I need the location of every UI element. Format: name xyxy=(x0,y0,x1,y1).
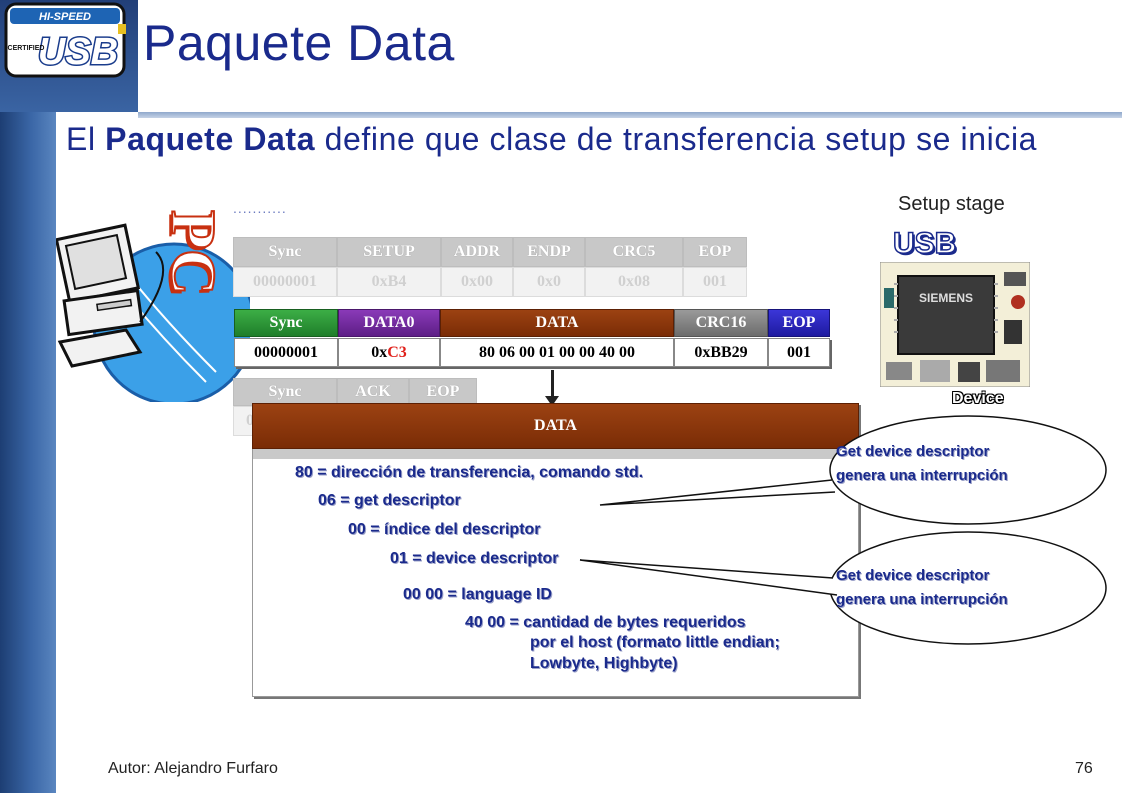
data-header-sync: Sync xyxy=(234,309,338,337)
ack-header-sync: Sync xyxy=(233,378,337,406)
usb-certified-logo-icon: HI-SPEED USB CERTIFIED xyxy=(4,2,126,78)
slide-subtitle: El Paquete Data define que clase de tran… xyxy=(66,120,1066,158)
setup-header-crc5: CRC5 xyxy=(585,237,683,267)
setup-value-pid: 0xB4 xyxy=(337,267,441,297)
data-line-00: 00 = índice del descriptor xyxy=(348,521,541,538)
data-detail-strip xyxy=(253,449,858,459)
setup-value-crc5: 0x08 xyxy=(585,267,683,297)
dotted-line: ........... xyxy=(233,200,287,216)
data-header-data: DATA xyxy=(440,309,674,337)
data-line-4000-cont1: por el host (formato little endian; xyxy=(530,634,780,651)
callout-2-text: Get device descriptor genera una interru… xyxy=(836,564,1008,612)
data-line-80: 80 = dirección de transferencia, comando… xyxy=(295,464,644,481)
data-value-pid-red: C3 xyxy=(387,343,407,361)
setup-value-addr: 0x00 xyxy=(441,267,513,297)
data-detail-header: DATA xyxy=(252,403,859,449)
arrow-down-icon xyxy=(545,396,559,406)
setup-header-addr: ADDR xyxy=(441,237,513,267)
data-value-pid-prefix: 0x xyxy=(371,343,388,361)
data-header-eop: EOP xyxy=(768,309,830,337)
callout-1-text: Get device descriptor genera una interru… xyxy=(836,440,1008,488)
setup-header-eop: EOP xyxy=(683,237,747,267)
setup-stage-label: Setup stage xyxy=(898,193,1005,215)
logo-main-text: USB xyxy=(38,31,118,73)
svg-text:SIEMENS: SIEMENS xyxy=(919,291,973,305)
logo-side-text: CERTIFIED xyxy=(8,45,45,52)
subtitle-bold: Paquete Data xyxy=(105,121,316,157)
data-value-data: 80 06 00 01 00 00 40 00 xyxy=(440,338,674,367)
data-line-4000-cont2: Lowbyte, Highbyte) xyxy=(530,655,678,672)
pc-computer-icon xyxy=(56,223,250,402)
footer-page-number: 76 xyxy=(1075,760,1093,777)
data-value-sync: 00000001 xyxy=(234,338,338,367)
data-line-4000: 40 00 = cantidad de bytes requeridos xyxy=(465,614,746,631)
callout-2-line2: genera una interrupción xyxy=(836,591,1008,608)
callout-1-line1: Get device descriptor xyxy=(836,443,990,460)
setup-header-sync: Sync xyxy=(233,237,337,267)
callout-balloon-1 xyxy=(829,415,1107,525)
data-value-crc16: 0xBB29 xyxy=(674,338,768,367)
data-value-eop: 001 xyxy=(768,338,830,367)
logo-top-text: HI-SPEED xyxy=(39,11,91,23)
setup-value-endp: 0x0 xyxy=(513,267,585,297)
data-header-pid: DATA0 xyxy=(338,309,440,337)
callout-2-line1: Get device descriptor xyxy=(836,567,990,584)
setup-header-endp: ENDP xyxy=(513,237,585,267)
left-sidebar-bar xyxy=(0,0,56,793)
footer-author: Autor: Alejandro Furfaro xyxy=(108,760,278,777)
callout-1-line2: genera una interrupción xyxy=(836,467,1008,484)
callout-pointer-2 xyxy=(579,559,838,596)
usb-device-chip-icon: SIEMENS xyxy=(880,262,1030,387)
setup-header-pid: SETUP xyxy=(337,237,441,267)
data-line-01: 01 = device descriptor xyxy=(390,550,559,567)
slide-title: Paquete Data xyxy=(143,15,455,71)
title-underline-rule xyxy=(138,112,1122,118)
callout-pointer-1 xyxy=(599,479,836,506)
data-line-0000: 00 00 = language ID xyxy=(403,586,552,603)
subtitle-pre: El xyxy=(66,121,106,157)
arrow-line xyxy=(551,370,554,398)
setup-value-sync: 00000001 xyxy=(233,267,337,297)
ack-header-eop: EOP xyxy=(409,378,477,406)
ack-header-pid: ACK xyxy=(337,378,409,406)
usb-label: USB xyxy=(892,226,957,261)
setup-value-eop: 001 xyxy=(683,267,747,297)
subtitle-post: define que clase de transferencia setup … xyxy=(315,121,1038,157)
data-line-06: 06 = get descriptor xyxy=(318,492,461,509)
device-label: Device xyxy=(952,390,1004,407)
data-header-crc16: CRC16 xyxy=(674,309,768,337)
